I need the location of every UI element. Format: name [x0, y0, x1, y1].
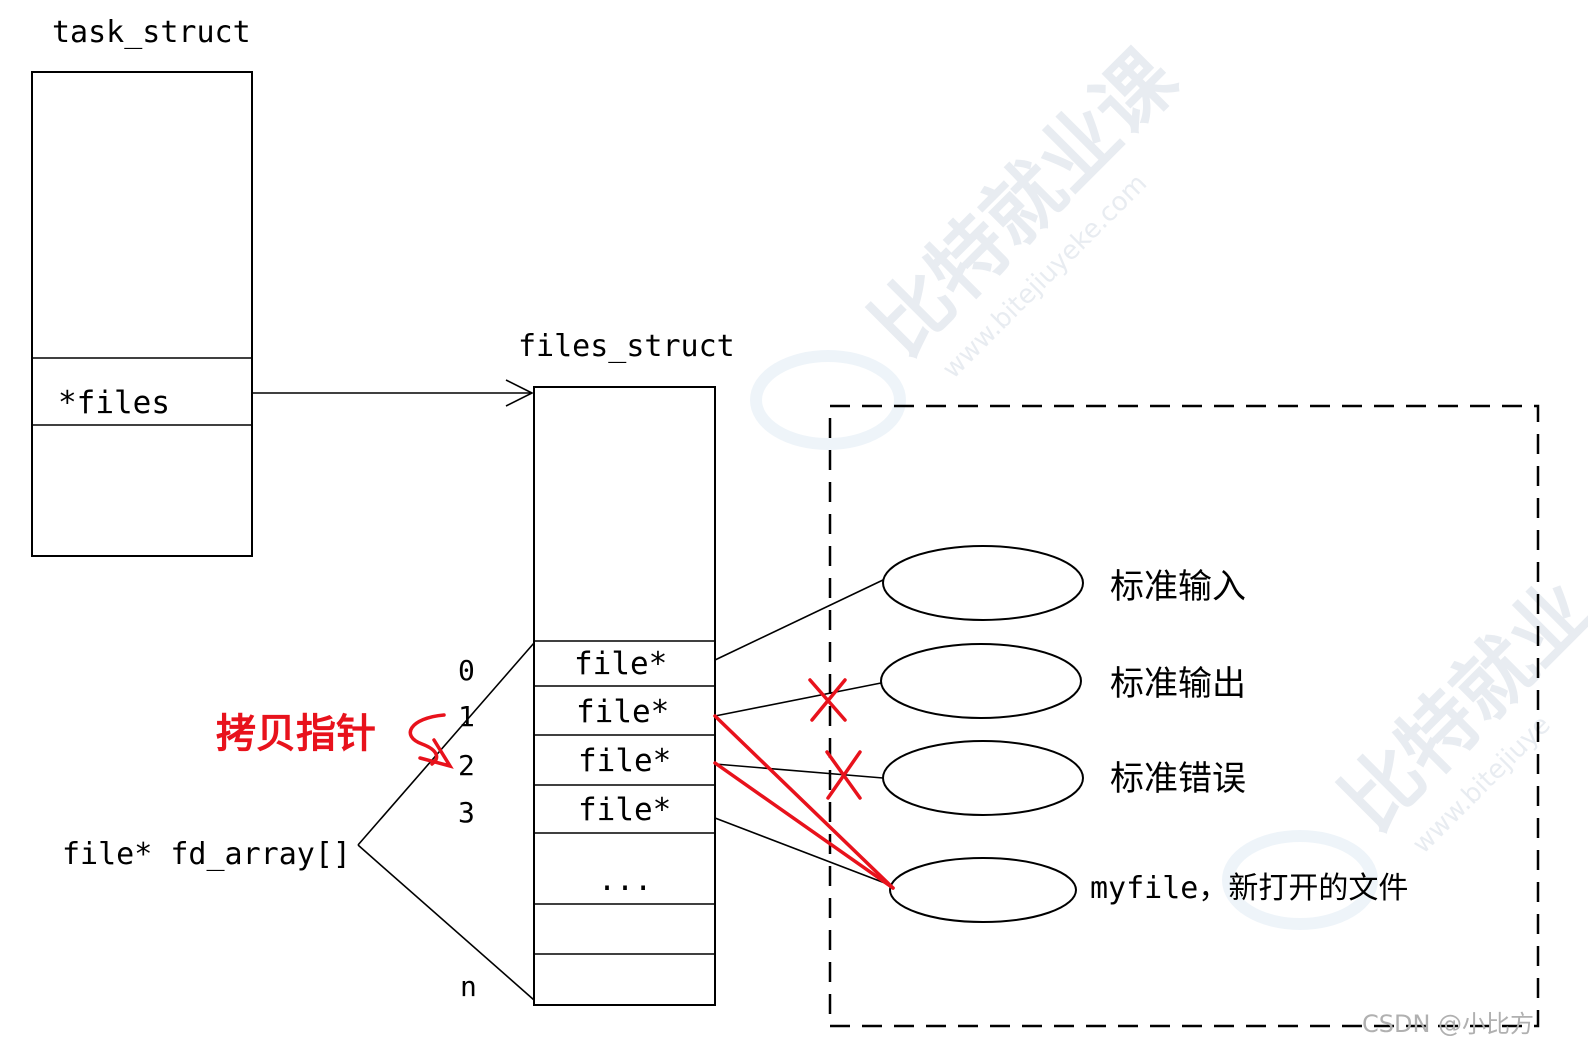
- task-struct-box: [31, 71, 253, 557]
- fd-slot-2: file*: [578, 743, 671, 779]
- fd3-link: [714, 817, 891, 886]
- task-struct-title: task_struct: [52, 15, 251, 50]
- file-object-stderr: [882, 740, 1084, 816]
- fd1-redirect-line: [713, 714, 895, 890]
- fd-array-label: file* fd_array[]: [62, 837, 351, 872]
- watermark-2: 比特就业 www.bitejiuye: [1325, 564, 1588, 860]
- watermark-text: 比特就业课: [855, 33, 1195, 373]
- file-label-stdout: 标准输出: [1110, 664, 1246, 704]
- files-struct-box: [533, 386, 716, 1006]
- copy-arrow-head-icon: [418, 738, 454, 769]
- cross-icon: [825, 750, 862, 800]
- arrow-head-icon: [505, 379, 534, 407]
- file-label-stdin: 标准输入: [1110, 567, 1246, 607]
- fd-slot-ellipsis: ...: [598, 863, 652, 898]
- copy-pointer-annotation: 拷贝指针: [216, 711, 376, 757]
- fd-slot-1: file*: [576, 694, 669, 730]
- fd-index-2: 2: [458, 749, 475, 782]
- cross-icon: [808, 678, 847, 722]
- fd-array-bracket-bottom: [357, 844, 535, 1001]
- watermark-logo: [750, 350, 1378, 930]
- open-files-region: [828, 404, 1540, 1028]
- fd-slot-0: file*: [574, 646, 667, 682]
- fd-index-n: n: [460, 970, 477, 1003]
- fd-index-3: 3: [458, 796, 475, 829]
- credit-text: CSDN @小比方: [1362, 1010, 1534, 1038]
- file-label-myfile: myfile，新打开的文件: [1090, 871, 1408, 906]
- file-object-myfile: [889, 857, 1077, 923]
- fd0-link: [714, 579, 884, 661]
- fd-index-0: 0: [458, 654, 475, 687]
- file-object-stdin: [882, 545, 1084, 621]
- fd-slot-3: file*: [578, 792, 671, 828]
- files-struct-title: files_struct: [518, 329, 735, 364]
- file-label-stderr: 标准错误: [1110, 759, 1246, 799]
- watermark-1: 比特就业课 www.bitejiuyeke.com: [855, 33, 1195, 384]
- fd1-link-old: [714, 682, 882, 717]
- fd2-link-old: [714, 763, 884, 779]
- fd-array-bracket-top: [357, 642, 535, 846]
- fd2-redirect-line: [713, 761, 895, 890]
- copy-arrow-curve: [408, 713, 446, 766]
- files-pointer-field: *files: [58, 385, 170, 421]
- file-object-stdout: [880, 643, 1082, 719]
